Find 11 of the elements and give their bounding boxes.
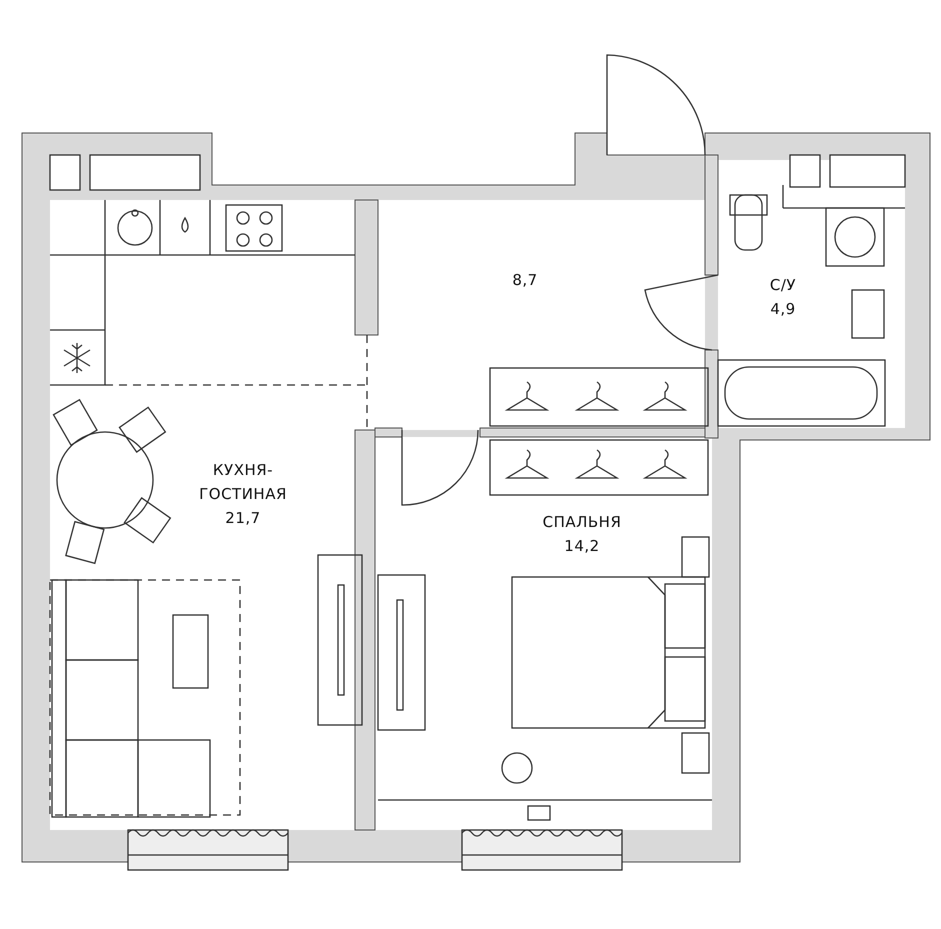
room-floor <box>355 200 705 430</box>
room-name: СПАЛЬНЯ <box>542 512 622 533</box>
room-area: 21,7 <box>178 506 308 530</box>
room-area: 14,2 <box>527 534 637 558</box>
room-name: С/У <box>768 275 798 296</box>
room-floor <box>375 437 712 830</box>
room-area: 4,9 <box>753 297 813 321</box>
room-area: 8,7 <box>495 268 555 292</box>
room-floor <box>718 160 905 428</box>
room-floor <box>50 200 355 830</box>
room-name: КУХНЯ-ГОСТИНАЯ <box>198 460 288 505</box>
